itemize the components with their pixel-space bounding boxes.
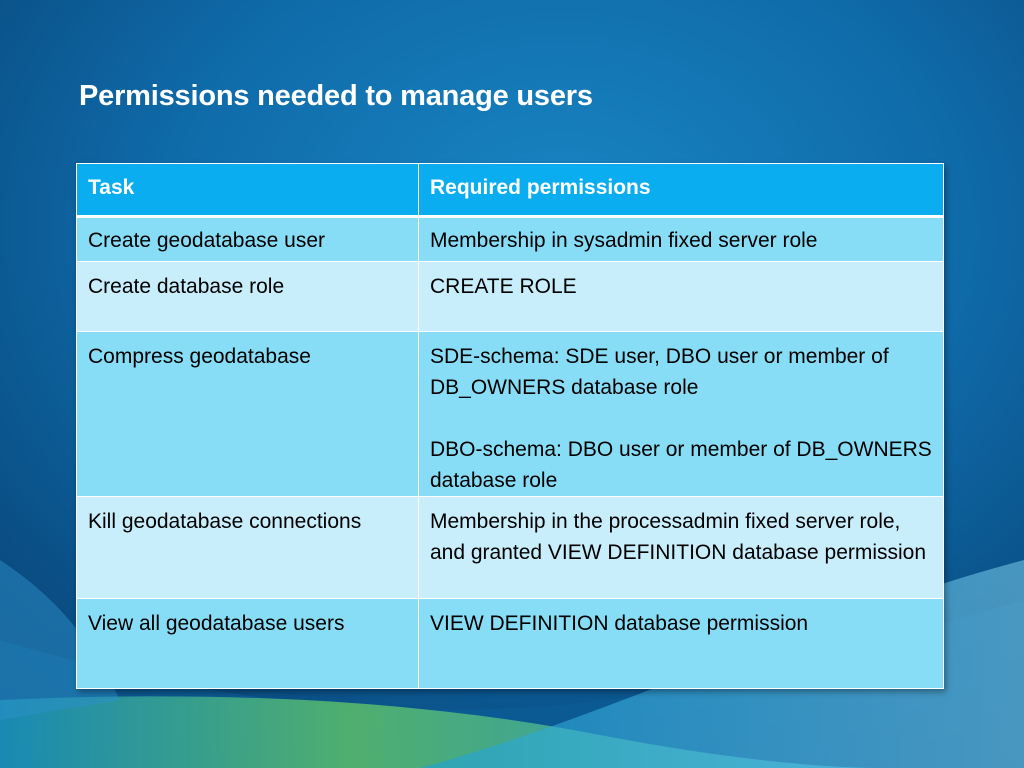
table-row: Kill geodatabase connections Membership … xyxy=(76,496,944,599)
table-row: Create database role CREATE ROLE xyxy=(76,261,944,332)
slide-title: Permissions needed to manage users xyxy=(79,80,593,112)
permissions-cell: Membership in sysadmin fixed server role xyxy=(418,216,944,262)
task-cell: Create database role xyxy=(76,261,419,332)
table-row: Compress geodatabase SDE-schema: SDE use… xyxy=(76,331,944,497)
table-header-row: Task Required permissions xyxy=(76,163,944,218)
task-cell: Kill geodatabase connections xyxy=(76,496,419,599)
task-cell: Create geodatabase user xyxy=(76,216,419,262)
permission-text: CREATE ROLE xyxy=(430,275,577,298)
permission-text: VIEW DEFINITION database permission xyxy=(430,612,809,635)
permissions-cell: CREATE ROLE xyxy=(418,261,944,332)
permission-text: DBO-schema: DBO user or member of DB_OWN… xyxy=(430,438,932,492)
permissions-cell: Membership in the processadmin fixed ser… xyxy=(418,496,944,599)
task-cell: View all geodatabase users xyxy=(76,598,419,689)
column-header-permissions: Required permissions xyxy=(418,163,944,218)
permissions-cell: SDE-schema: SDE user, DBO user or member… xyxy=(418,331,944,497)
permission-text: SDE-schema: SDE user, DBO user or member… xyxy=(430,345,889,399)
table-row: Create geodatabase user Membership in sy… xyxy=(76,216,944,262)
permissions-cell: VIEW DEFINITION database permission xyxy=(418,598,944,689)
table-row: View all geodatabase users VIEW DEFINITI… xyxy=(76,598,944,689)
permission-text: Membership in the processadmin fixed ser… xyxy=(430,510,927,564)
permissions-table: Task Required permissions Create geodata… xyxy=(76,163,944,689)
task-cell: Compress geodatabase xyxy=(76,331,419,497)
column-header-task: Task xyxy=(76,163,419,218)
permission-text: Membership in sysadmin fixed server role xyxy=(430,229,818,252)
